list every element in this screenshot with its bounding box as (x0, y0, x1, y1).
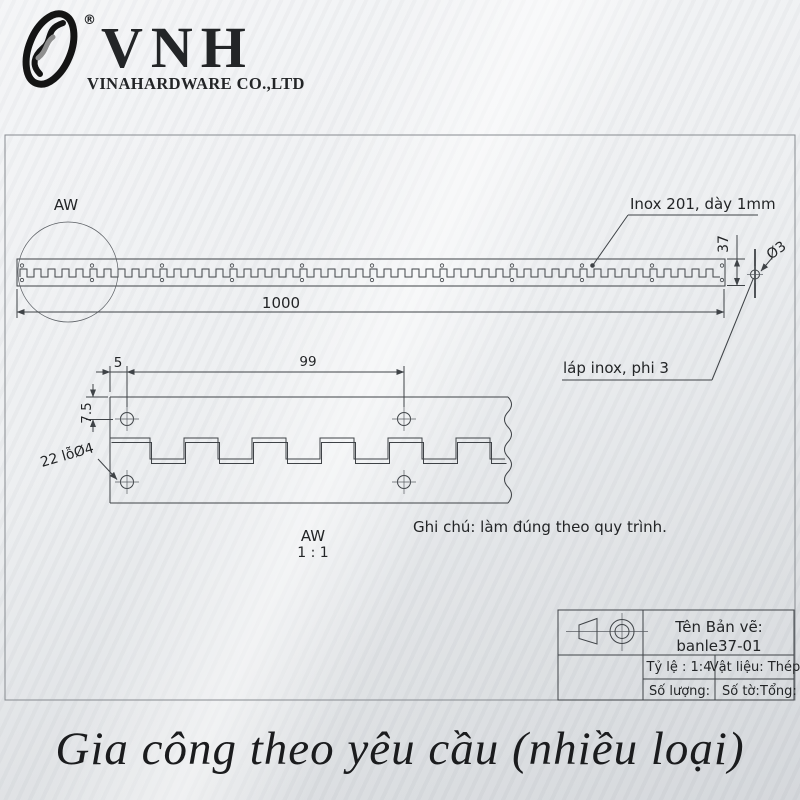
logo-s-accent-icon (35, 34, 56, 61)
drawing-name-value: banle37-01 (676, 637, 761, 655)
projection-circle-icon (609, 619, 635, 644)
material-cell: Vật liệu: Thép (710, 660, 800, 675)
holes-count-note: 22 lỗØ4 (38, 439, 95, 470)
width-dimension: 37 (716, 235, 732, 253)
hinge-knuckle-line (19, 268, 720, 278)
quantity-cell: Số lượng: (649, 684, 710, 699)
detail-view-label: AW (301, 527, 325, 545)
general-note: Ghi chú: làm đúng theo quy trình. (413, 518, 667, 536)
projection-cone-icon (578, 617, 598, 645)
pin-diameter-label: Ø3 (764, 238, 790, 263)
vnh-logo: ® VNH VINAHARDWARE CO.,LTD (22, 10, 305, 93)
scale-cell: Tỷ lệ : 1:4 (646, 660, 712, 675)
length-dimension: 1000 (262, 294, 300, 312)
top-offset-dimension: 7.5 (79, 402, 95, 423)
footer-headline: Gia công theo yêu cầu (nhiều loại) (55, 723, 745, 775)
total-cell: Tổng: (759, 684, 797, 699)
logo-company-name: VINAHARDWARE CO.,LTD (87, 74, 305, 93)
long-hinge-view (16, 214, 773, 381)
detail-screw-holes (115, 407, 416, 494)
material-note: Inox 201, dày 1mm (630, 195, 776, 213)
pin-note: láp inox, phi 3 (563, 359, 669, 377)
logo-oval-icon (22, 10, 78, 88)
break-line (504, 396, 512, 504)
knuckle-slot-upper-edge (110, 437, 505, 460)
detail-view-scale: 1 : 1 (297, 545, 328, 561)
hinge-holes (19, 263, 725, 283)
projection-circle-inner-icon (614, 624, 630, 639)
detail-view-aw (86, 366, 512, 504)
hinge-strip-outline (16, 258, 726, 287)
logo-acronym: VNH (101, 15, 254, 80)
detail-marker-label: AW (54, 196, 78, 214)
registered-mark: ® (83, 13, 96, 28)
edge-offset-dimension: 5 (114, 355, 123, 371)
hole-pitch-dimension: 99 (299, 354, 316, 370)
detail-circle-marker (17, 221, 119, 323)
drawing-border (4, 134, 796, 701)
title-block (557, 609, 795, 701)
sheet-cell: Số tờ: (722, 684, 760, 699)
drawing-name-label: Tên Bản vẽ: (674, 618, 762, 636)
knuckle-slot-lower-edge (111, 442, 507, 464)
